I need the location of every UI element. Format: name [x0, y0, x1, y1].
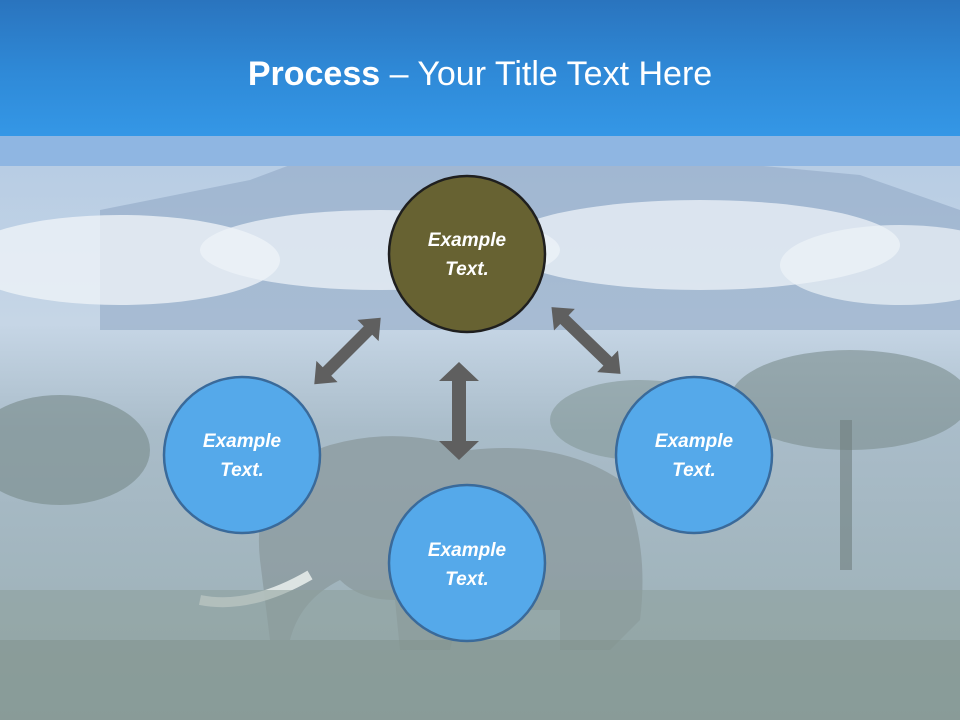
- arrow-right-down: [551, 307, 621, 374]
- bottom-node-line2: Text.: [445, 569, 489, 590]
- bottom-node: Example Text.: [387, 483, 547, 643]
- center-node: Example Text.: [387, 174, 547, 334]
- left-node-line2: Text.: [220, 460, 264, 481]
- title-bar: [0, 0, 960, 136]
- center-node-line1: Example: [428, 230, 507, 251]
- slide-title: Process – Your Title Text Here: [0, 52, 960, 96]
- right-node-line2: Text.: [672, 460, 716, 481]
- right-node: Example Text.: [614, 375, 774, 535]
- title-bar-strip: [0, 136, 960, 166]
- arrow-left-up: [314, 317, 381, 385]
- title-bold-part: Process: [247, 55, 381, 93]
- left-node-line1: Example: [203, 431, 282, 452]
- right-node-line1: Example: [655, 431, 734, 452]
- bottom-node-line1: Example: [428, 540, 507, 561]
- center-node-line2: Text.: [445, 259, 489, 280]
- left-node: Example Text.: [162, 375, 322, 535]
- title-rest-part: – Your Title Text Here: [380, 55, 713, 93]
- arrow-vertical: [439, 362, 479, 460]
